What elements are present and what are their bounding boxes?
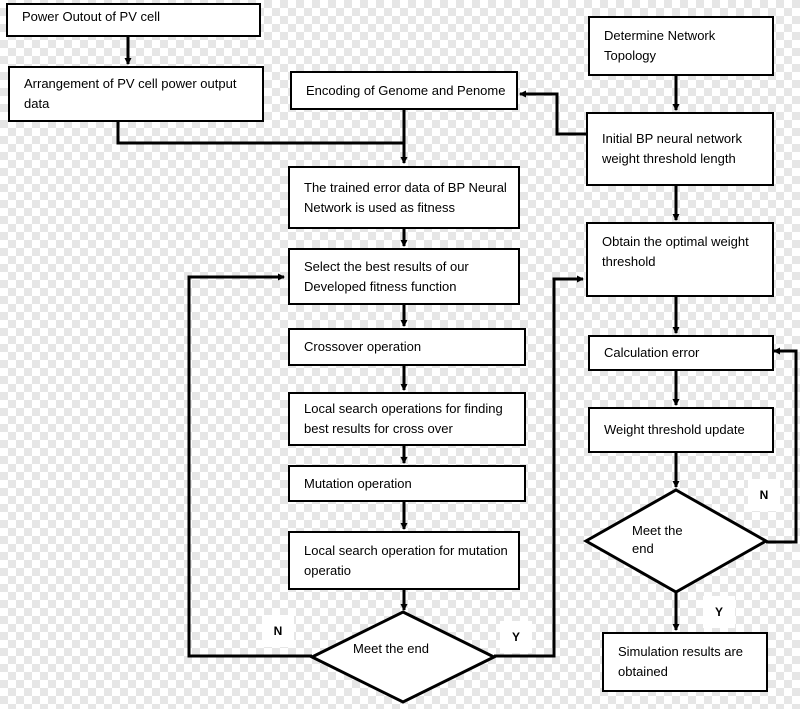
- box-select-best: Select the best results of our Developed…: [288, 248, 520, 305]
- box-optimal-weight-text: Obtain the optimal weight threshold: [602, 234, 749, 269]
- box-calc-error: Calculation error: [588, 335, 774, 371]
- loop-right-n: [766, 347, 798, 544]
- box-determine-topology: Determine Network Topology: [588, 16, 774, 76]
- box-arrangement-text: Arrangement of PV cell power output data: [24, 76, 237, 111]
- box-arrangement: Arrangement of PV cell power output data: [8, 66, 264, 122]
- arrow-initial-to-encoding: [519, 90, 586, 136]
- box-weight-update-text: Weight threshold update: [604, 422, 745, 437]
- branch-label-left-y: Y: [500, 621, 532, 653]
- box-trained-error-text: The trained error data of BP Neural Netw…: [304, 179, 507, 215]
- box-simulation: Simulation results are obtained: [602, 632, 768, 692]
- decision-right-label: Meet the end: [632, 523, 683, 556]
- box-power-output: Power Outout of PV cell: [6, 3, 261, 37]
- loop-left-n: [187, 273, 312, 658]
- box-calc-error-text: Calculation error: [604, 345, 700, 360]
- box-encoding: Encoding of Genome and Penome: [290, 71, 518, 110]
- box-power-output-text: Power Outout of PV cell: [22, 9, 161, 24]
- box-local-search-mut: Local search operation for mutation oper…: [288, 531, 520, 590]
- branch-label-left-n: N: [262, 615, 294, 647]
- box-initial-bp: Initial BP neural network weight thresho…: [586, 112, 774, 186]
- box-determine-topology-text: Determine Network Topology: [604, 28, 716, 63]
- box-trained-error: The trained error data of BP Neural Netw…: [288, 166, 520, 229]
- path-left-y: [494, 275, 584, 658]
- box-select-best-text: Select the best results of our Developed…: [304, 258, 469, 294]
- box-mutation: Mutation operation: [288, 465, 526, 502]
- box-mutation-text: Mutation operation: [304, 475, 412, 491]
- branch-label-right-n: N: [748, 479, 780, 511]
- box-local-search-mut-text: Local search operation for mutation oper…: [304, 542, 508, 578]
- branch-label-right-y: Y: [703, 596, 735, 628]
- box-initial-bp-text: Initial BP neural network weight thresho…: [602, 131, 742, 166]
- box-weight-update: Weight threshold update: [588, 407, 774, 453]
- box-local-search-cross-text: Local search operations for finding best…: [304, 401, 503, 436]
- decision-left-label: Meet the end: [353, 641, 429, 656]
- arrow-arrangement-to-trained: [116, 122, 404, 145]
- box-simulation-text: Simulation results are obtained: [618, 644, 743, 679]
- box-local-search-cross: Local search operations for finding best…: [288, 392, 526, 446]
- decision-diamond-left: [308, 610, 498, 704]
- box-crossover: Crossover operation: [288, 328, 526, 366]
- box-encoding-text: Encoding of Genome and Penome: [306, 82, 506, 98]
- decision-diamond-right: [582, 488, 770, 594]
- box-crossover-text: Crossover operation: [304, 339, 422, 354]
- box-optimal-weight: Obtain the optimal weight threshold: [586, 222, 774, 297]
